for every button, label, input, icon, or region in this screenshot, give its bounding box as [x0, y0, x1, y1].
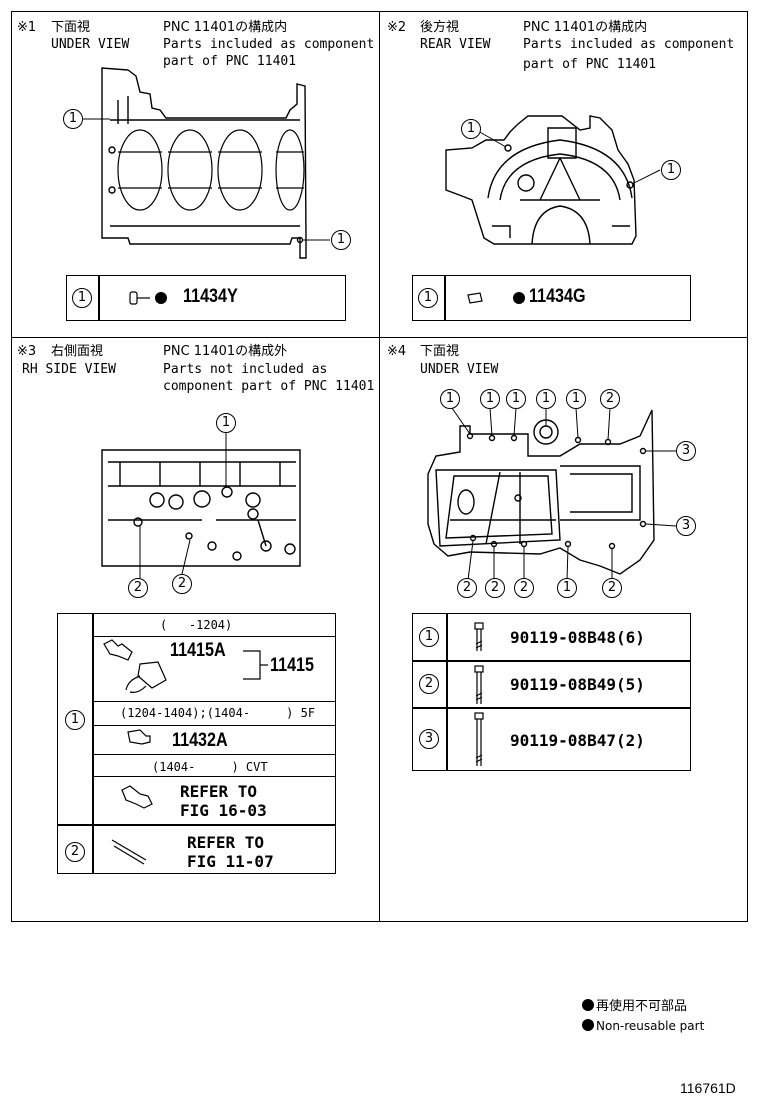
panel4-mark: ※4 — [387, 344, 407, 359]
panel3-title-jp: 右側面視 — [51, 344, 104, 359]
figure-code: 116761D — [680, 1080, 736, 1096]
refer-fig-16-03-line1: REFER TO — [180, 782, 258, 801]
panel2-part-table — [412, 275, 691, 321]
panel1-pnc: PNC 11401の構成内 — [163, 20, 288, 35]
callout-bottom-1: 1 — [557, 578, 577, 598]
panel2-title-en: REAR VIEW — [420, 37, 491, 52]
part-11432A: 11432A — [172, 730, 228, 751]
panel3-title-en: RH SIDE VIEW — [22, 362, 116, 377]
bolt-part-90119-08B48: 90119-08B48(6) — [510, 628, 645, 647]
panel4-title-jp: 下面視 — [420, 344, 460, 359]
panel3-pnc: PNC 11401の構成外 — [163, 344, 288, 359]
panel3-note-2: component part of PNC 11401 — [163, 379, 375, 394]
cond-1204-1404-5F: (1204-1404);(1404- ) 5F — [120, 706, 316, 720]
callout-bottom-2a: 2 — [457, 578, 477, 598]
non-reusable-dot-icon — [582, 999, 594, 1011]
panel4-bolt-table — [412, 613, 691, 771]
panel1-title-jp: 下面視 — [51, 20, 91, 35]
callout-top-1b: 1 — [480, 389, 500, 409]
panel3-part-table — [57, 613, 336, 874]
plug-icon-2 — [467, 292, 525, 304]
non-reusable-dot-icon-2 — [582, 1019, 594, 1031]
engine-block-rear-view-drawing — [445, 115, 661, 245]
part-11415A: 11415A — [170, 640, 226, 661]
panel2-part-number: 11434G — [529, 286, 586, 307]
panel3-mark: ※3 — [17, 344, 37, 359]
callout-2-side-left: 2 — [128, 578, 148, 598]
panel1-part-number: 11434Y — [183, 286, 238, 307]
bolt-part-90119-08B49: 90119-08B49(5) — [510, 675, 645, 694]
callout-1-side: 1 — [216, 413, 236, 433]
callout-right-3a: 3 — [676, 441, 696, 461]
bolt-row1-callout: 1 — [419, 627, 439, 647]
bolt-row2-callout: 2 — [419, 674, 439, 694]
callout-top-1e: 1 — [566, 389, 586, 409]
panel3-table-row1-callout: 1 — [65, 710, 85, 730]
callout-top-2: 2 — [600, 389, 620, 409]
refer-fig-16-03-line2: FIG 16-03 — [180, 801, 267, 820]
divider-horizontal — [11, 337, 748, 338]
callout-1-rear-left: 1 — [461, 119, 481, 139]
panel1-part-table — [66, 275, 346, 321]
callout-top-1d: 1 — [536, 389, 556, 409]
callout-2-side-right: 2 — [172, 574, 192, 594]
callout-1-rear-right: 1 — [661, 160, 681, 180]
part-11415: 11415 — [270, 655, 315, 676]
panel2-note-1: Parts included as component — [523, 37, 735, 52]
engine-block-under-view-drawing — [83, 67, 330, 259]
panel1-note-2: part of PNC 11401 — [163, 54, 297, 69]
callout-top-1c: 1 — [506, 389, 526, 409]
panel3-table-row2-callout: 2 — [65, 842, 85, 862]
sensor-icons — [103, 639, 268, 865]
callout-bottom-2c: 2 — [514, 578, 534, 598]
bolt-icons — [474, 622, 484, 766]
legend-en: Non-reusable part — [582, 1019, 704, 1034]
panel2-pnc: PNC 11401の構成内 — [523, 20, 648, 35]
divider-vertical — [379, 11, 380, 922]
refer-fig-11-07-line1: REFER TO — [187, 833, 265, 852]
refer-fig-11-07-line2: FIG 11-07 — [187, 852, 274, 871]
legend-jp: 再使用不可部品 — [582, 999, 687, 1014]
plug-icon — [129, 291, 167, 305]
panel4-title-en: UNDER VIEW — [420, 362, 499, 377]
callout-right-3b: 3 — [676, 516, 696, 536]
cond-1404-CVT: (1404- ) CVT — [152, 760, 268, 774]
panel2-mark: ※2 — [387, 20, 407, 35]
panel1-note-1: Parts included as component — [163, 37, 375, 52]
bolt-row3-callout: 3 — [419, 729, 439, 749]
callout-1-right: 1 — [331, 230, 351, 250]
panel1-title-en: UNDER VIEW — [51, 37, 130, 52]
engine-block-side-view-drawing — [101, 432, 301, 580]
panel2-title-jp: 後方視 — [420, 20, 460, 35]
callout-bottom-2d: 2 — [602, 578, 622, 598]
callout-bottom-2b: 2 — [485, 578, 505, 598]
cond-before-1204: ( -1204) — [160, 618, 233, 632]
callout-1-left: 1 — [63, 109, 83, 129]
oil-pan-under-view-drawing — [427, 407, 677, 581]
panel3-note-1: Parts not included as — [163, 362, 328, 377]
panel2-note-2: part of PNC 11401 — [523, 57, 657, 72]
panel1-table-callout: 1 — [72, 288, 92, 308]
bolt-part-90119-08B47: 90119-08B47(2) — [510, 731, 645, 750]
panel2-table-callout: 1 — [418, 288, 438, 308]
panel1-mark: ※1 — [17, 20, 37, 35]
callout-top-1a: 1 — [440, 389, 460, 409]
